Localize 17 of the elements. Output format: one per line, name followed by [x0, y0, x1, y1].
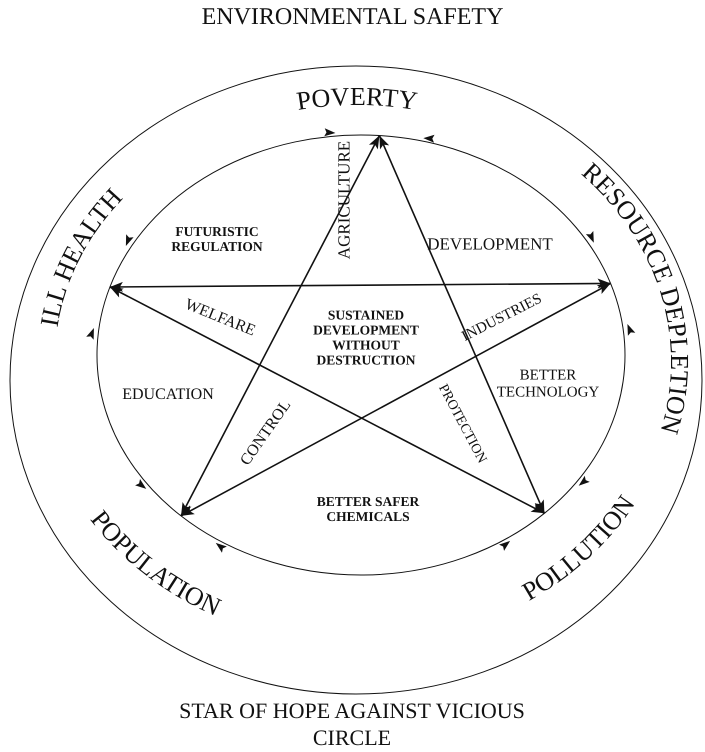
curved-arrow [180, 512, 545, 576]
region-label: BETTER TECHNOLOGY [496, 368, 600, 400]
curved-arrow [109, 131, 380, 288]
curved-arrow [378, 135, 612, 284]
issue-label: POVERTY [294, 82, 420, 116]
arrow [180, 282, 611, 517]
region-label: BETTER SAFER CHEMICALS [316, 495, 420, 525]
region-label: DEVELOPMENT [427, 236, 553, 254]
arrow [110, 278, 611, 292]
caption: STAR OF HOPE AGAINST VICIOUS CIRCLE [178, 697, 526, 751]
region-label: FUTURISTIC REGULATION [170, 225, 264, 255]
arrow [180, 135, 380, 516]
arrow [378, 135, 546, 514]
curved-arrow [544, 282, 632, 514]
center-label: SUSTAINED DEVELOPMENT WITHOUT DESTRUCTION [312, 308, 420, 368]
title: ENVIRONMENTAL SAFETY [200, 4, 504, 31]
segment-label: AGRICULTURE [336, 140, 354, 260]
